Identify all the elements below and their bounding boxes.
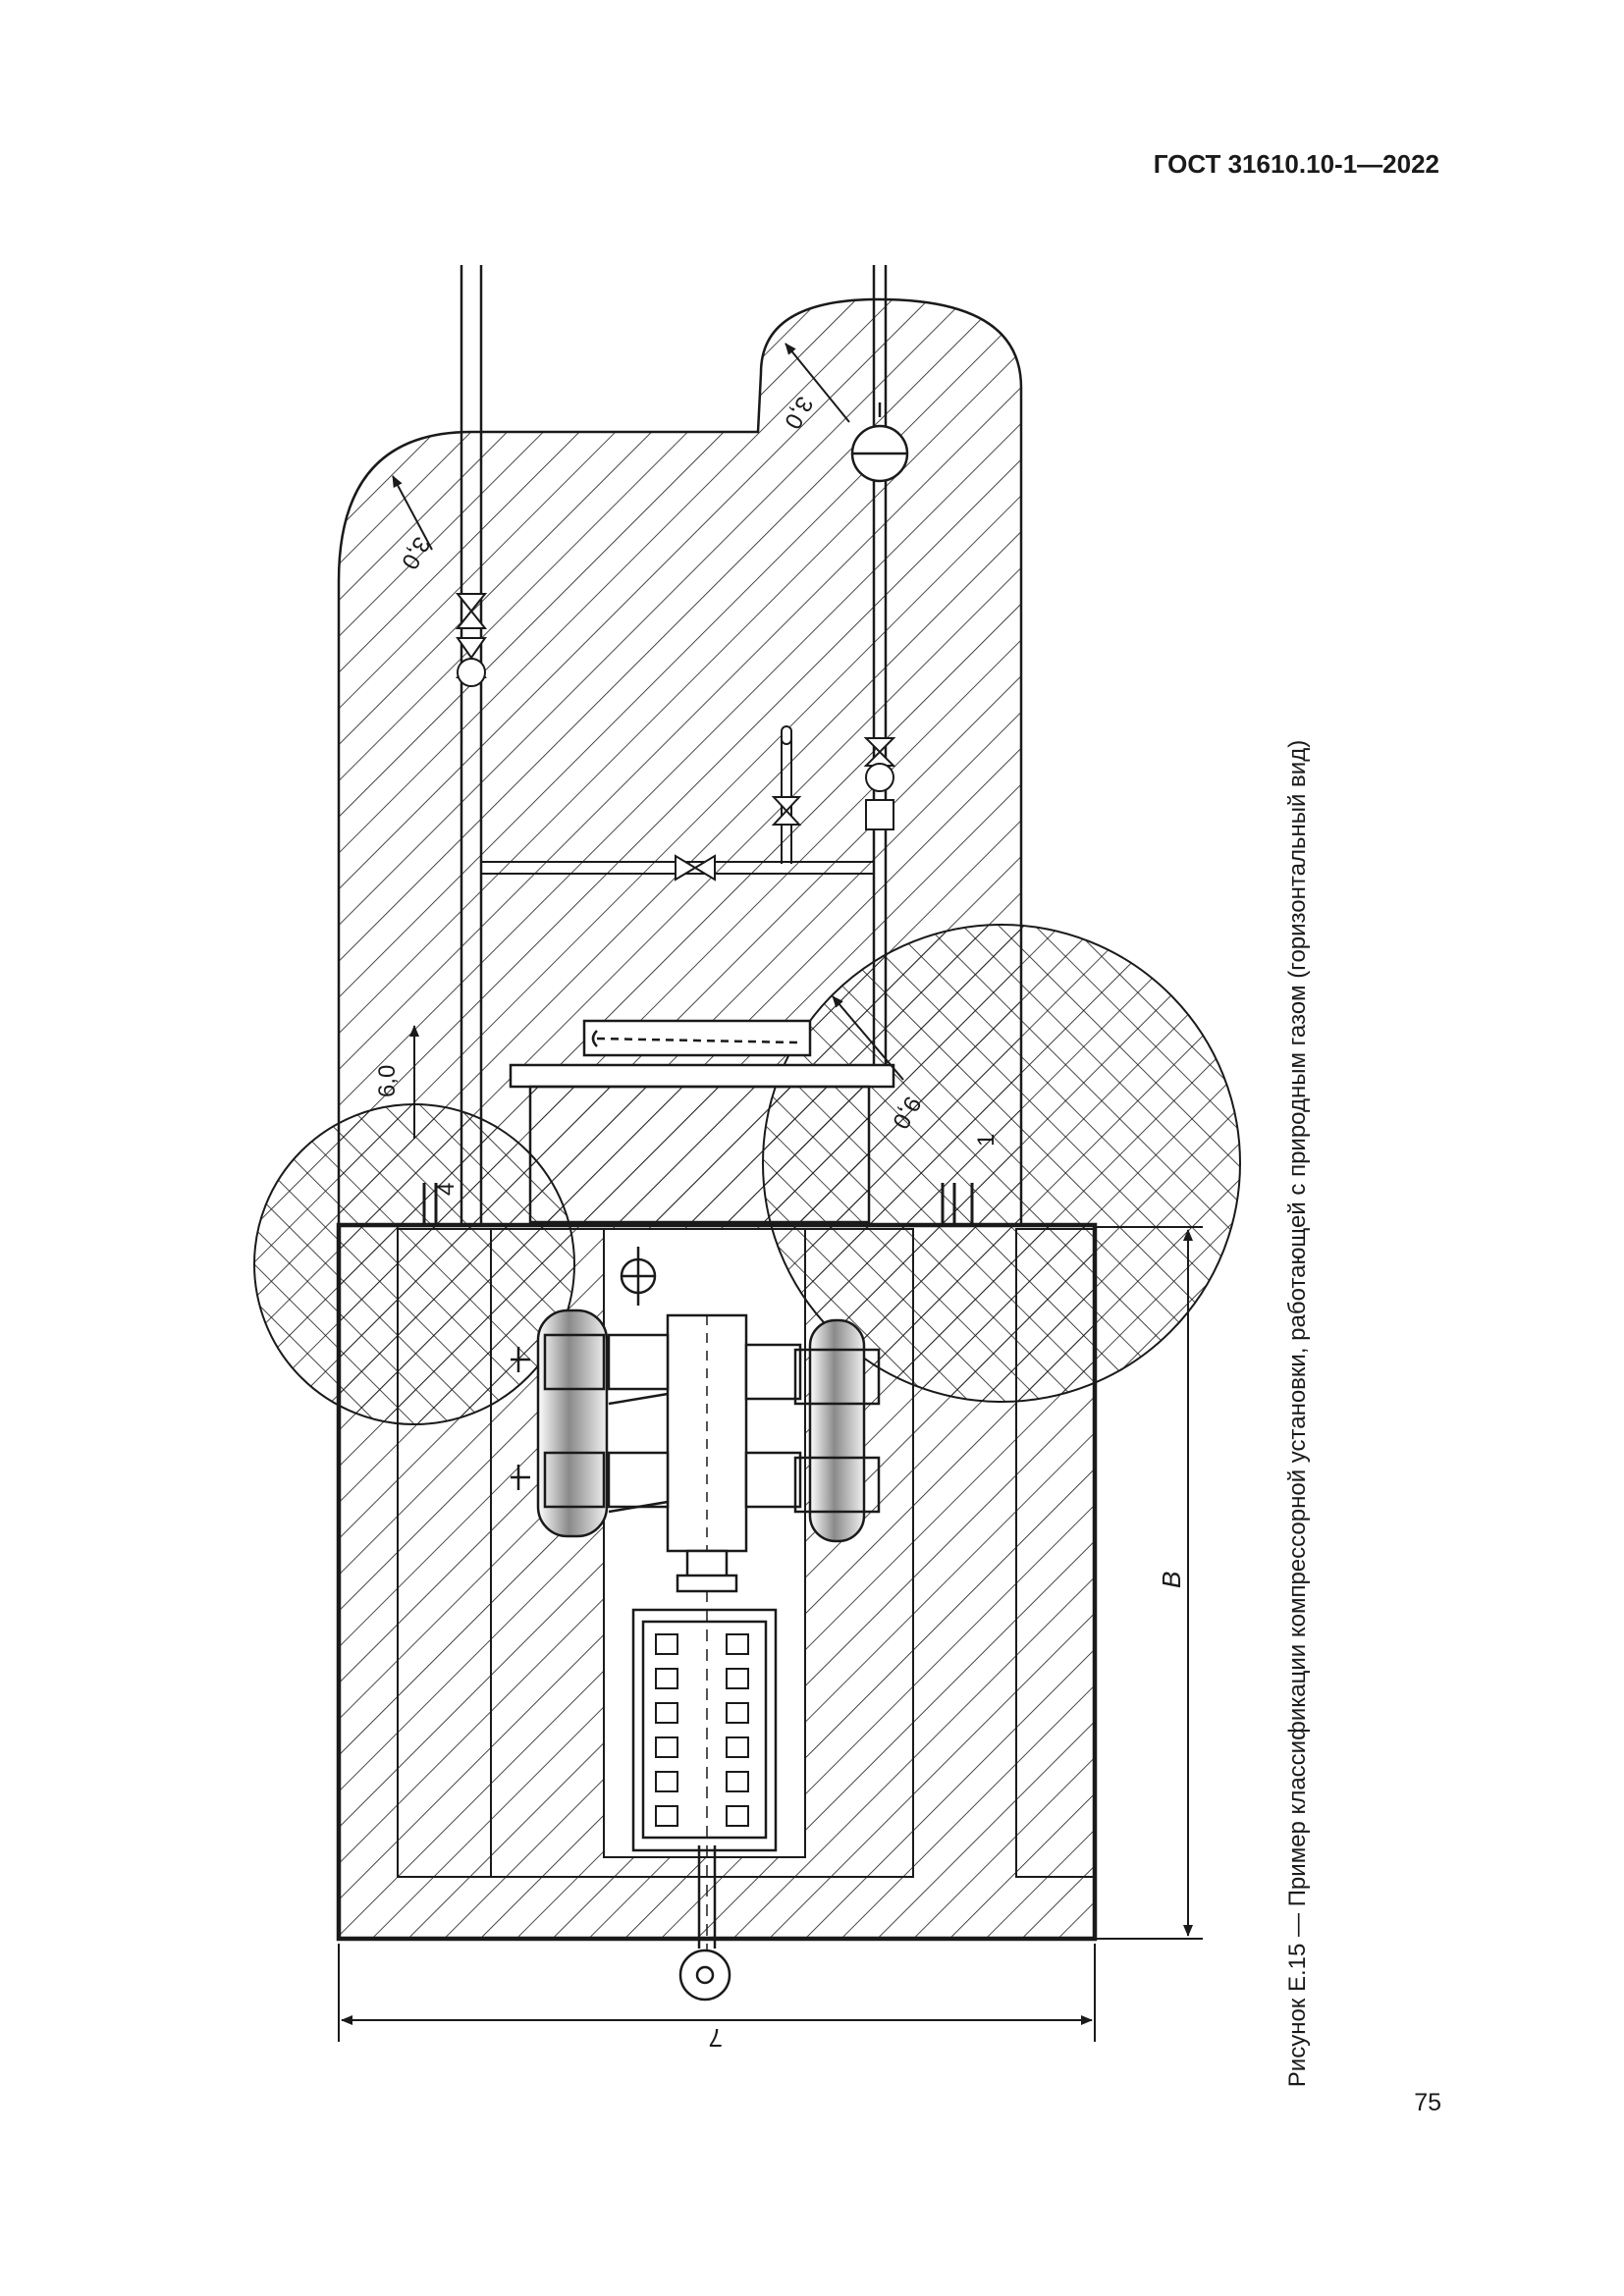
flow-meter — [850, 402, 909, 483]
equipment-platform — [509, 1019, 895, 1224]
circle-zone-left — [253, 1103, 575, 1425]
valve-horizontal — [675, 854, 716, 881]
label-item-4: 4 — [433, 1183, 460, 1196]
compressor-unit — [607, 1313, 802, 1593]
label-dim-width: 7 — [709, 2023, 723, 2053]
drive-coupling-symbol — [678, 1949, 731, 2002]
figure-caption-text: Рисунок Е.15 — Пример классификации комп… — [1284, 739, 1311, 2088]
valve-vent — [771, 725, 802, 826]
motor-cooling-fins — [655, 1633, 749, 1827]
dimension-height — [1095, 1226, 1203, 1940]
cylinder-left — [511, 1308, 609, 1538]
circle-zone-right — [762, 924, 1241, 1403]
vent-stubs — [422, 1183, 974, 1225]
label-item-1: 1 — [973, 1134, 1000, 1147]
dimension-width — [338, 1944, 1096, 2042]
valve-right — [863, 737, 896, 830]
label-dist-left-circle: 6,0 — [374, 1065, 401, 1097]
ventilation-fan-symbol — [620, 1247, 657, 1306]
valve-left — [455, 593, 488, 687]
label-dim-height: B — [1157, 1572, 1186, 1588]
cylinder-right — [793, 1318, 881, 1543]
page-number: 75 — [1414, 2089, 1441, 2116]
radius-leaders — [392, 343, 904, 1139]
standard-header: ГОСТ 31610.10-1—2022 — [1153, 149, 1439, 179]
